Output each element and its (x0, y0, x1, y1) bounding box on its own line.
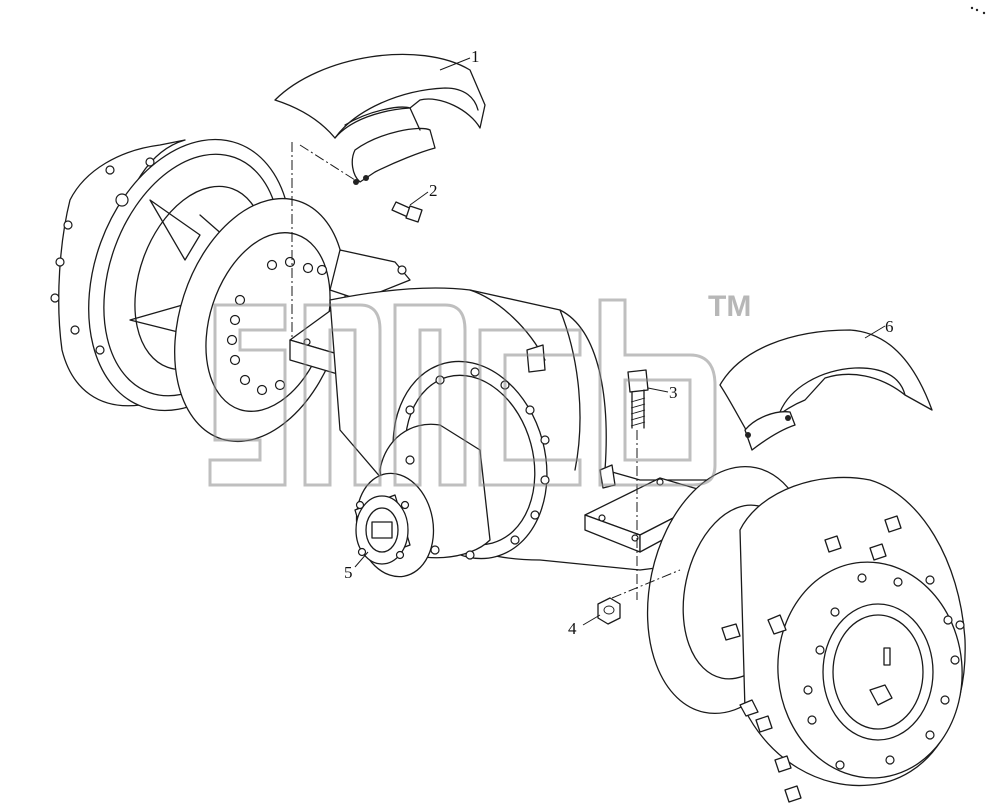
part-2-bolt (391, 201, 423, 223)
callout-1: 1 (471, 47, 480, 66)
part-4-nut (597, 597, 621, 625)
callout-2: 2 (429, 181, 438, 200)
trademark-mark: TM (708, 290, 751, 323)
carrier-bolts (405, 367, 550, 560)
right-hub-studs (721, 515, 902, 803)
right-mudguard (719, 329, 933, 451)
differential-carrier (354, 344, 550, 578)
part-3-bolt (627, 369, 649, 429)
watermark: TM (208, 290, 751, 487)
callout-6: 6 (885, 317, 894, 336)
left-hub-studs (50, 157, 155, 355)
center-lines (291, 142, 681, 600)
callout-5: 5 (344, 563, 353, 582)
corner-marks (970, 6, 986, 15)
left-disc-bolts (226, 256, 328, 396)
callout-3: 3 (669, 383, 678, 402)
right-wheel-hub (721, 476, 966, 803)
right-hub-bolts (803, 573, 965, 770)
callout-labels: 1 2 3 4 5 6 (344, 47, 894, 638)
callout-leaders (354, 57, 886, 626)
pinion-flange (355, 495, 410, 565)
callout-4: 4 (568, 619, 577, 638)
left-mudguard (274, 53, 486, 185)
